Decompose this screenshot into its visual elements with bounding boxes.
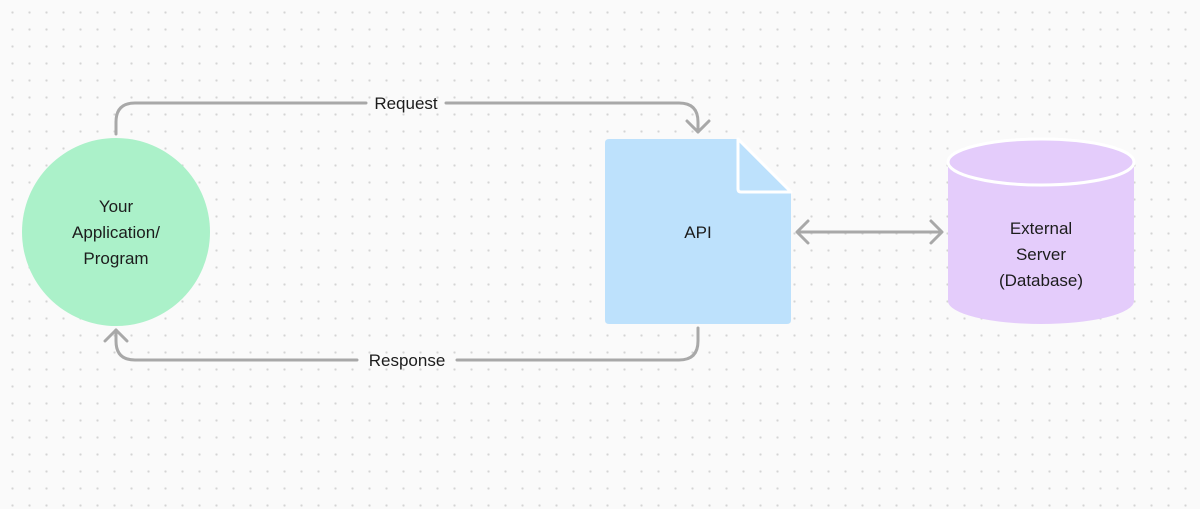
server-node[interactable]: External Server (Database)	[946, 137, 1136, 324]
response-label: Response	[369, 351, 446, 370]
server-label-line-2: Server	[1016, 245, 1066, 264]
request-connector[interactable]: Request	[114, 94, 711, 136]
request-label: Request	[374, 94, 438, 113]
api-server-connector[interactable]	[795, 219, 944, 245]
server-label-line-1: External	[1010, 219, 1072, 238]
response-connector[interactable]: Response	[103, 326, 700, 370]
api-node[interactable]: API	[605, 137, 793, 324]
app-node[interactable]: Your Application/ Program	[22, 138, 210, 326]
app-label-line-2: Application/	[72, 223, 160, 242]
server-cylinder-body	[948, 162, 1134, 324]
left-arrowhead-icon	[795, 219, 810, 245]
right-arrowhead-icon	[929, 219, 944, 245]
app-label-line-1: Your	[99, 197, 134, 216]
response-connector-line	[114, 326, 700, 362]
server-label-line-3: (Database)	[999, 271, 1083, 290]
request-arrowhead-icon	[685, 119, 711, 134]
api-folded-corner-icon	[736, 137, 793, 194]
request-connector-line	[114, 101, 700, 136]
server-cylinder-top	[946, 137, 1136, 187]
api-label: API	[684, 223, 711, 242]
app-label-line-3: Program	[83, 249, 148, 268]
app-circle-shape	[22, 138, 210, 326]
response-arrowhead-icon	[103, 328, 129, 343]
